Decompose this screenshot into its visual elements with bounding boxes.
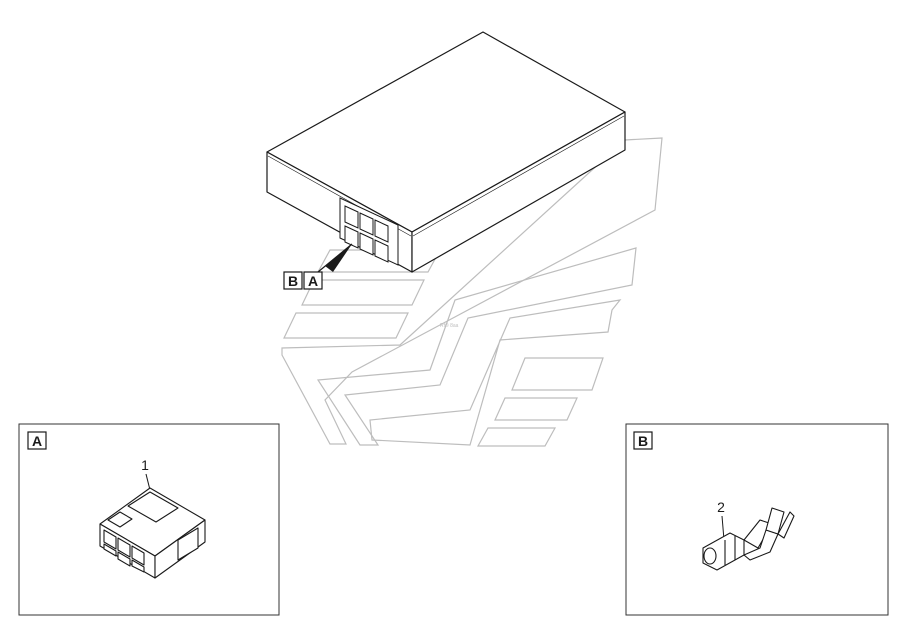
crimp-terminal-part-2 <box>702 507 795 571</box>
pointer-arrow <box>317 243 353 273</box>
item-1-number: 1 <box>141 457 149 473</box>
svg-text:A: A <box>308 273 318 289</box>
svg-text:B: B <box>288 273 298 289</box>
box-side-face <box>411 111 626 273</box>
panel-a-label: A <box>32 433 42 449</box>
detail-panel-a: A 1 <box>18 423 280 616</box>
detail-panel-b: B 2 <box>625 423 889 616</box>
main-callout-b: B <box>283 271 303 290</box>
control-module-box <box>266 31 626 273</box>
watermark-logo: Rf® 8aa <box>281 137 663 447</box>
main-callout-a: A <box>303 271 323 290</box>
svg-text:Rf® 8aa: Rf® 8aa <box>440 322 459 329</box>
item-2-number: 2 <box>717 499 725 515</box>
connector-housing-part-1 <box>99 487 206 579</box>
panel-b-label: B <box>638 433 648 449</box>
module-connector-socket <box>339 197 399 266</box>
